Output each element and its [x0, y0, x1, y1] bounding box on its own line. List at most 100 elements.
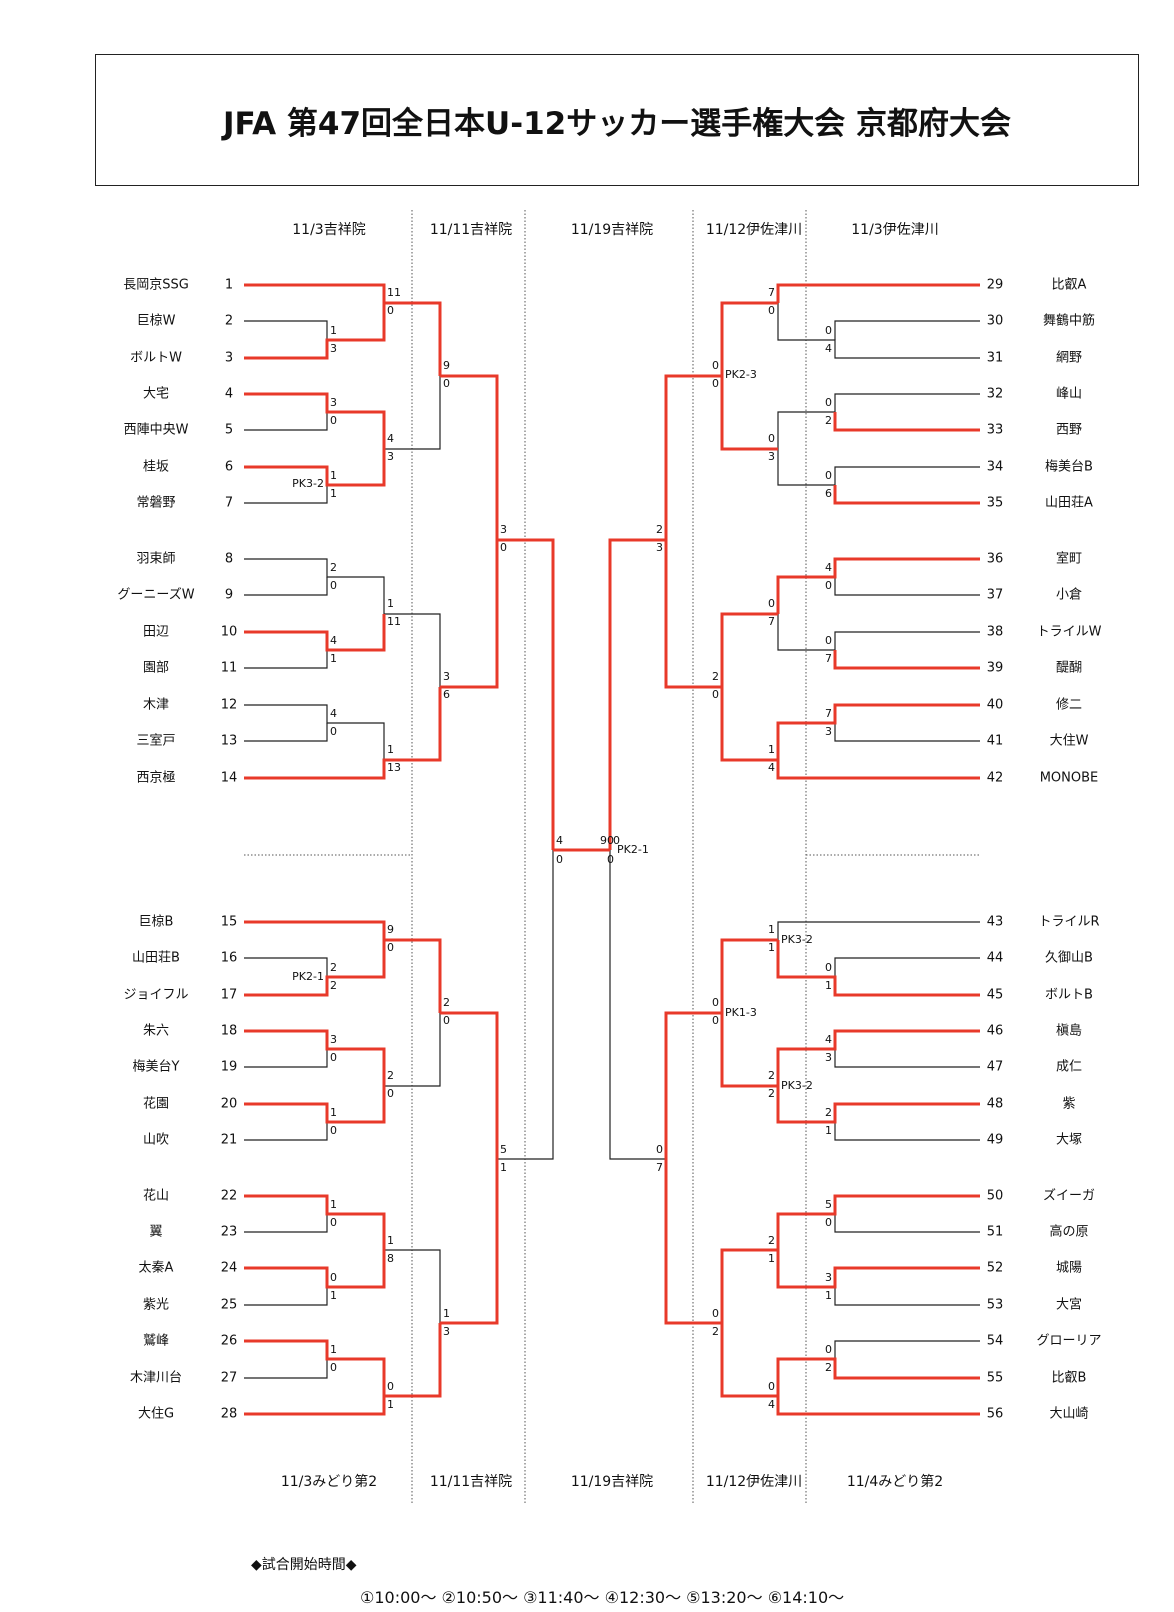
seed-number: 19 [221, 1060, 238, 1075]
score-top: 4 [330, 634, 337, 647]
pk-result: PK2-3 [725, 368, 757, 381]
score-top: 9 [443, 359, 450, 372]
bracket-line-left [244, 957, 328, 977]
seed-number: 56 [987, 1407, 1004, 1422]
date-header-bottom: 11/4みどり第2 [847, 1473, 943, 1490]
score-top: 3 [330, 396, 337, 409]
bracket-line-left [244, 650, 328, 669]
winner-line-right [776, 940, 980, 997]
score-top: 0 [825, 469, 832, 482]
seed-number: 30 [987, 314, 1004, 329]
seed-number: 27 [221, 1371, 238, 1386]
winner-line-right [664, 540, 722, 689]
bracket-line-right [777, 393, 980, 449]
bracket-line-left [244, 704, 385, 760]
bracket-line-right [609, 850, 666, 1160]
score-bottom: 0 [443, 1014, 450, 1027]
team-name: トライルR [1038, 915, 1099, 930]
winner-line-left [244, 392, 386, 449]
seed-number: 1 [225, 278, 233, 293]
score-bottom: 1 [387, 1398, 394, 1411]
bracket-line-right [777, 614, 980, 651]
winner-line-right [664, 1011, 722, 1159]
seed-number: 4 [225, 387, 233, 402]
seed-number: 11 [221, 661, 238, 676]
winner-line-left [440, 540, 499, 689]
score-top: 1 [330, 469, 337, 482]
score-bottom: 4 [768, 1398, 775, 1411]
winner-line-right [776, 1029, 980, 1086]
date-header-bottom: 11/12伊佐津川 [706, 1474, 802, 1490]
score-bottom: 1 [825, 1289, 832, 1302]
seed-number: 51 [987, 1225, 1004, 1240]
team-name: 木津川台 [130, 1371, 182, 1386]
bracket-line-left [497, 850, 554, 1160]
score-bottom: 3 [825, 1051, 832, 1064]
score-bottom: 0 [607, 853, 614, 866]
seed-number: 24 [221, 1261, 238, 1276]
team-name: 太秦A [139, 1261, 174, 1276]
score-top: 0 [656, 1143, 663, 1156]
team-name: グローリア [1036, 1334, 1101, 1349]
winner-line-left [384, 938, 442, 1013]
score-top: 1 [443, 1307, 450, 1320]
winner-line-right [608, 538, 666, 850]
pk-result: PK2-1 [617, 843, 649, 856]
team-name: 大住G [138, 1407, 174, 1422]
score-top: 2 [768, 1069, 775, 1082]
winner-line-right [720, 376, 778, 451]
score-bottom: 2 [330, 979, 337, 992]
team-name: 木津 [143, 698, 169, 713]
team-name: 大山崎 [1049, 1407, 1088, 1422]
team-name: 大宅 [143, 387, 169, 402]
score-top: 1 [387, 1234, 394, 1247]
seed-number: 50 [987, 1189, 1004, 1204]
winner-line-left [244, 1250, 386, 1289]
seed-number: 46 [987, 1024, 1004, 1039]
winner-line-left [244, 1029, 386, 1086]
winner-line-right [776, 1086, 980, 1124]
score-bottom: 6 [825, 487, 832, 500]
score-top: 2 [825, 1106, 832, 1119]
score-bottom: 0 [330, 725, 337, 738]
seed-number: 31 [987, 351, 1004, 366]
seed-number: 36 [987, 552, 1004, 567]
seed-number: 41 [987, 734, 1004, 749]
pk-result: PK3-2 [292, 477, 324, 490]
seed-number: 13 [221, 734, 238, 749]
score-top: 2 [330, 561, 337, 574]
team-name: 翼 [149, 1225, 162, 1240]
seed-number: 54 [987, 1334, 1004, 1349]
score-bottom: 0 [712, 688, 719, 701]
bracket-line-right [834, 320, 980, 340]
winner-line-left [244, 1086, 386, 1124]
seed-number: 28 [221, 1407, 238, 1422]
seed-number: 2 [225, 314, 233, 329]
score-top: 0 [768, 1380, 775, 1393]
bracket-line-right [777, 449, 980, 486]
seed-number: 47 [987, 1060, 1004, 1075]
winner-path-lines [244, 283, 980, 1416]
team-name: 高の原 [1049, 1224, 1088, 1240]
winner-line-left [244, 940, 386, 997]
seed-number: 29 [987, 278, 1004, 293]
team-name: 峰山 [1056, 387, 1082, 402]
seed-number: 6 [225, 460, 233, 475]
bracket-line-left [244, 558, 385, 614]
winner-line-right [776, 703, 980, 760]
team-name: ジョイフル [123, 988, 188, 1003]
bracket-line-right [777, 921, 980, 940]
team-name: 大宮 [1056, 1297, 1082, 1313]
score-bottom: 3 [330, 342, 337, 355]
team-name: 朱六 [143, 1024, 169, 1039]
seed-number: 34 [987, 460, 1004, 475]
team-name: 花園 [143, 1096, 169, 1112]
team-name: ズイーガ [1043, 1188, 1095, 1204]
seed-number: 8 [225, 552, 233, 567]
team-name: ボルトB [1045, 988, 1093, 1003]
score-top: 0 [768, 432, 775, 445]
score-bottom: 2 [712, 1325, 719, 1338]
score-bottom: 8 [387, 1252, 394, 1265]
score-top: 4 [825, 1033, 832, 1046]
